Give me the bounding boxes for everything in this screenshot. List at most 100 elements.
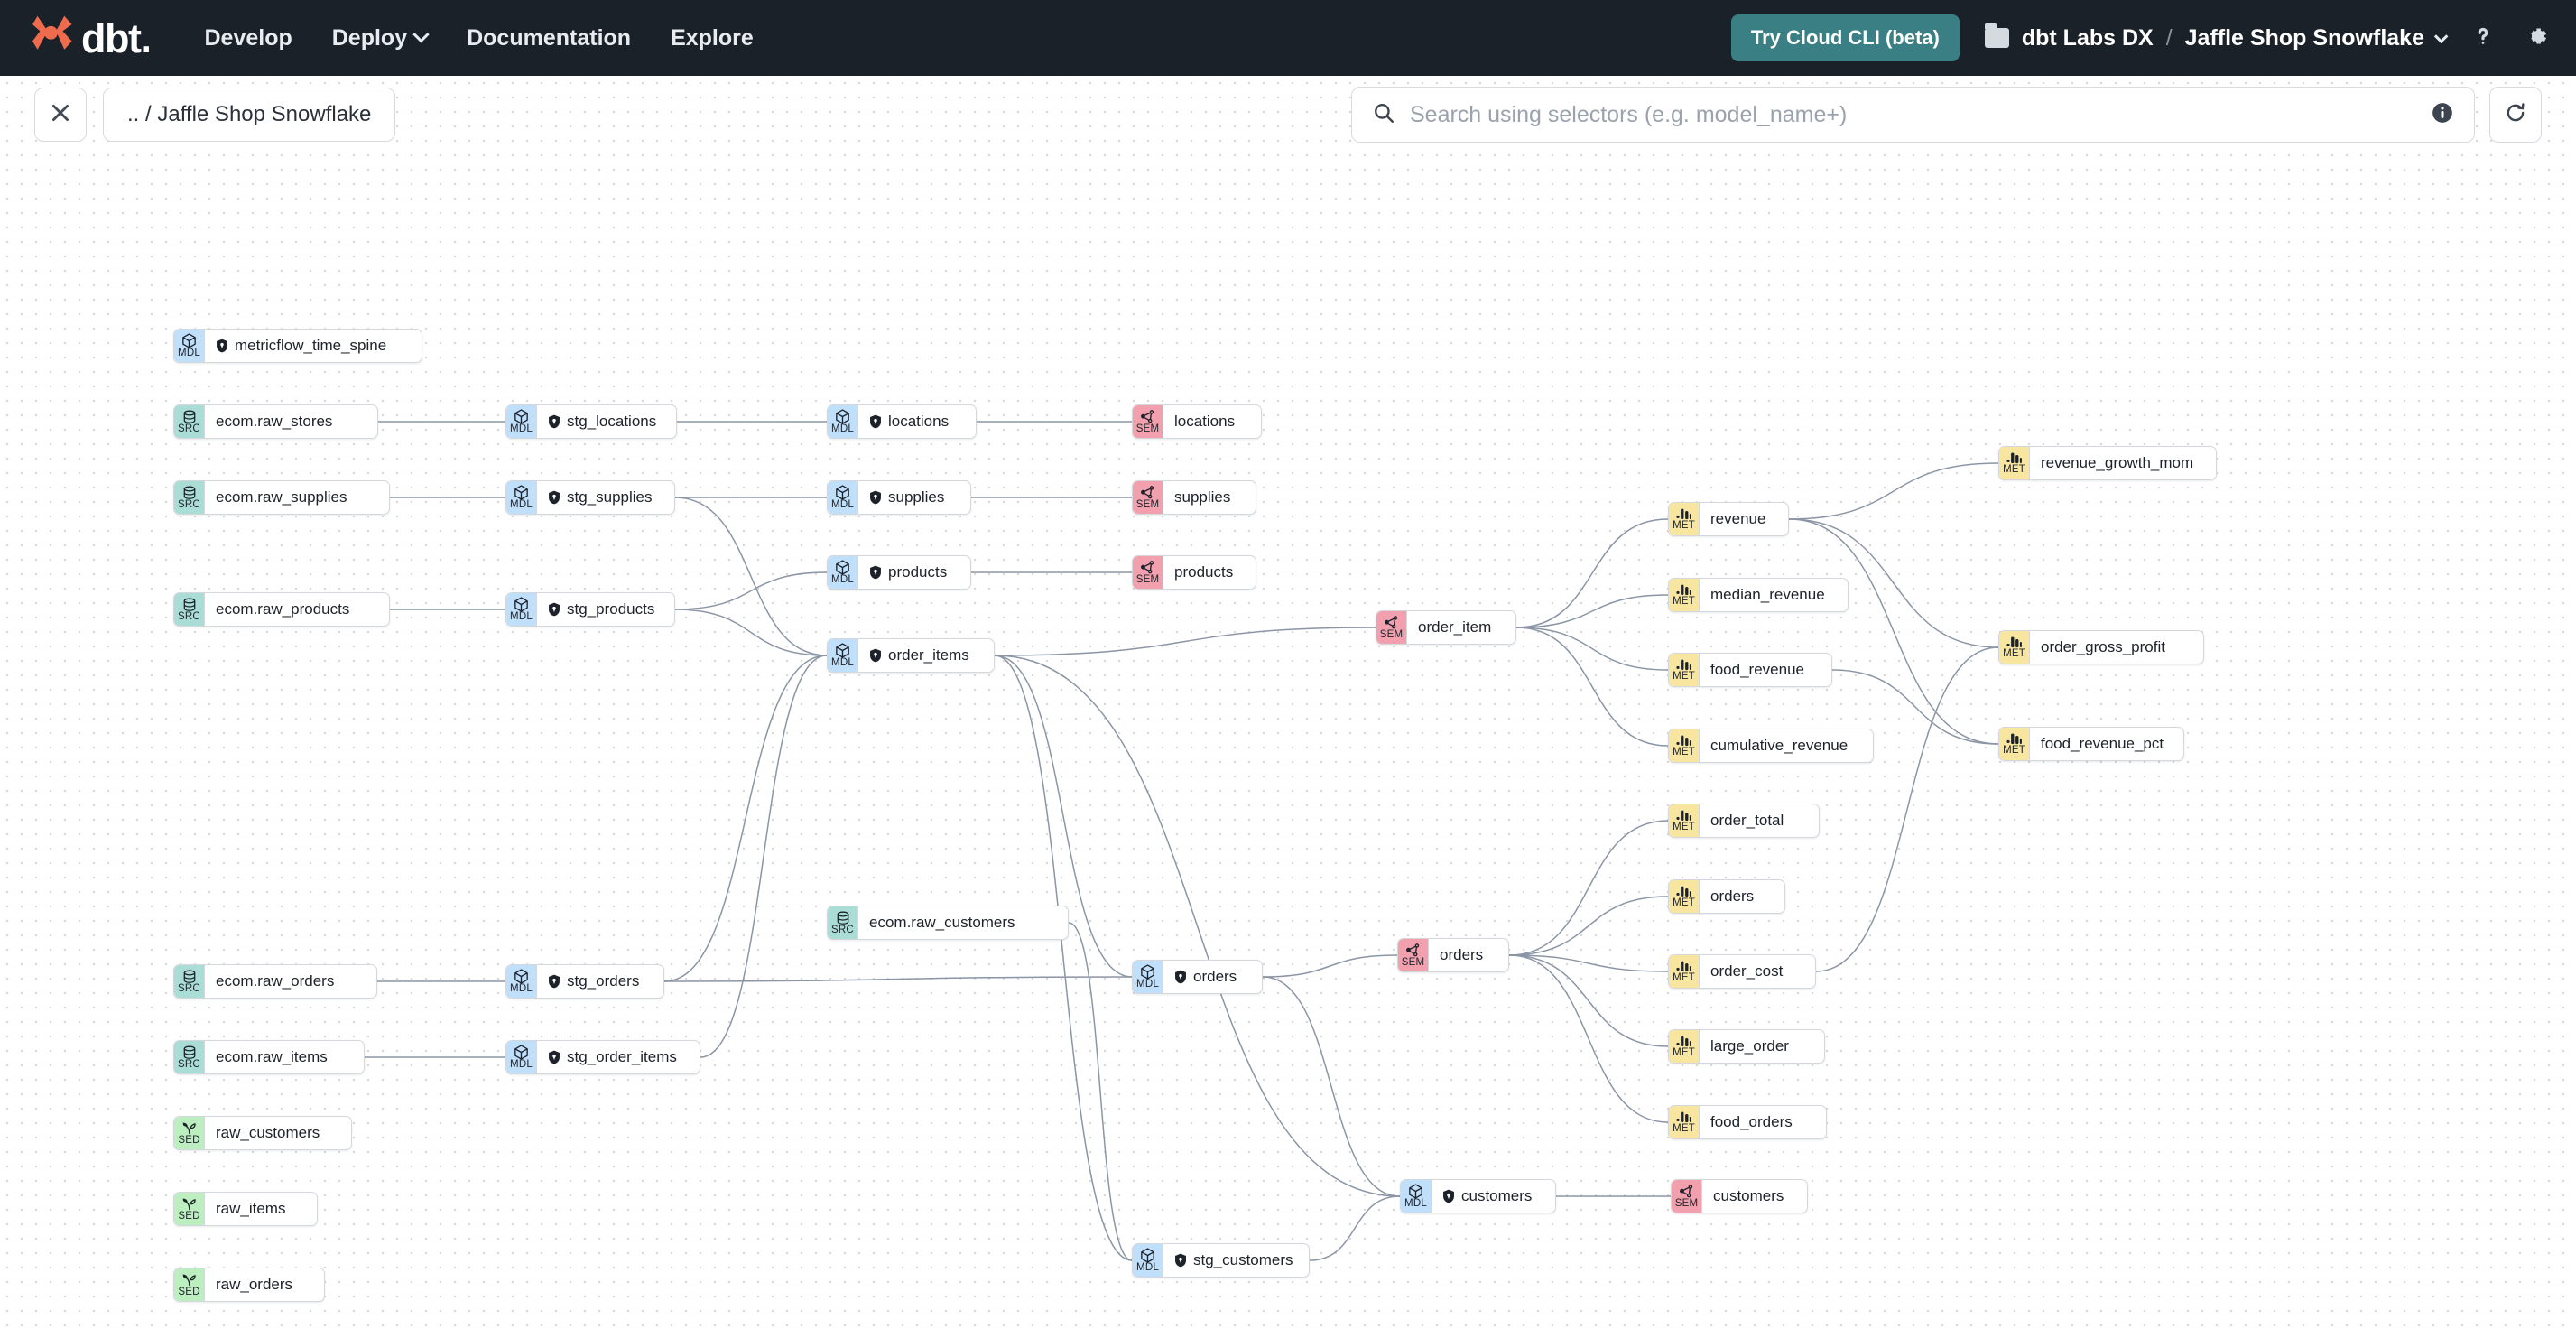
graph-node-sem_order_item[interactable]: SEM order_item xyxy=(1376,610,1516,645)
primary-nav: Develop Deploy Documentation Explore xyxy=(204,25,753,51)
edge-stg_customers-to-mdl_customers xyxy=(1309,1195,1401,1261)
sem-type-icon xyxy=(1678,1183,1695,1199)
search-bar[interactable] xyxy=(1351,87,2475,143)
node-label: customers xyxy=(1713,1187,1784,1204)
node-label-wrap: stg_order_items xyxy=(537,1041,690,1073)
node-label: stg_orders xyxy=(567,972,640,990)
nav-documentation[interactable]: Documentation xyxy=(467,25,631,51)
node-label-wrap: customers xyxy=(1702,1180,1796,1213)
edge-stg_products-to-mdl_order_items xyxy=(674,609,828,656)
node-label: revenue_growth_mom xyxy=(2041,454,2194,471)
node-type-abbrev: SEM xyxy=(1674,1198,1699,1210)
mdl-type-icon xyxy=(513,484,530,500)
gear-icon[interactable] xyxy=(2522,22,2551,55)
info-icon[interactable] xyxy=(2431,101,2454,129)
node-type-abbrev: SED xyxy=(178,1211,200,1222)
node-type-abbrev: SRC xyxy=(178,1058,200,1070)
sed-type-icon xyxy=(181,1120,198,1136)
edge-ecom_raw_customers-to-stg_customers xyxy=(1068,922,1133,1261)
node-label: supplies xyxy=(1174,488,1231,506)
shield-icon xyxy=(548,490,561,505)
breadcrumb-button[interactable]: .. / Jaffle Shop Snowflake xyxy=(103,88,396,142)
graph-node-ecom_raw_items[interactable]: SRC ecom.raw_items xyxy=(173,1040,365,1074)
nav-explore[interactable]: Explore xyxy=(671,25,754,51)
node-type-badge-sem: SEM xyxy=(1376,611,1407,644)
node-type-abbrev: MDL xyxy=(510,423,533,435)
node-label-wrap: order_item xyxy=(1407,611,1504,644)
close-button[interactable] xyxy=(34,88,87,142)
project-selector[interactable]: Jaffle Shop Snowflake xyxy=(2185,25,2449,51)
graph-node-sem_customers[interactable]: SEM customers xyxy=(1671,1179,1808,1213)
node-label: order_item xyxy=(1418,618,1492,636)
account-name[interactable]: dbt Labs DX xyxy=(2021,24,2154,51)
node-type-abbrev: SRC xyxy=(178,982,200,994)
met-type-icon xyxy=(1675,884,1692,898)
node-label-wrap: stg_customers xyxy=(1163,1244,1306,1277)
edge-met_revenue-to-met_order_gross_profit xyxy=(1788,518,1999,648)
node-type-abbrev: MDL xyxy=(510,1059,533,1071)
graph-node-stg_order_items[interactable]: MDL stg_order_items xyxy=(505,1040,700,1074)
node-label-wrap: ecom.raw_supplies xyxy=(205,481,360,514)
topnav-right-group: Try Cloud CLI (beta) dbt Labs DX / Jaffl… xyxy=(1730,14,2551,61)
search-input[interactable] xyxy=(1410,101,2416,128)
try-cloud-cli-button[interactable]: Try Cloud CLI (beta) xyxy=(1730,14,1960,61)
node-type-badge-mdl: MDL xyxy=(1401,1180,1432,1213)
nav-deploy[interactable]: Deploy xyxy=(331,24,430,51)
dbt-wordmark-dot: . xyxy=(140,14,152,61)
node-type-badge-met: MET xyxy=(1669,1030,1700,1063)
edge-mdl_order_items-to-stg_customers xyxy=(994,655,1133,1261)
node-label-wrap: revenue xyxy=(1700,503,1778,535)
nav-develop[interactable]: Develop xyxy=(204,25,292,51)
node-type-abbrev: MDL xyxy=(831,499,854,511)
node-label-wrap: food_revenue xyxy=(1700,654,1817,686)
node-type-abbrev: SEM xyxy=(1135,423,1160,435)
dbt-logo[interactable]: dbt . xyxy=(31,13,152,64)
help-icon[interactable] xyxy=(2469,23,2497,54)
node-label: orders xyxy=(1710,887,1755,905)
node-type-abbrev: MDL xyxy=(1404,1198,1427,1210)
nav-deploy-label: Deploy xyxy=(331,24,408,51)
node-label: revenue xyxy=(1710,510,1766,527)
node-label: ecom.raw_items xyxy=(216,1048,328,1065)
node-label: food_orders xyxy=(1710,1113,1793,1130)
refresh-button[interactable] xyxy=(2489,87,2542,143)
node-type-badge-sed: SED xyxy=(174,1193,205,1225)
